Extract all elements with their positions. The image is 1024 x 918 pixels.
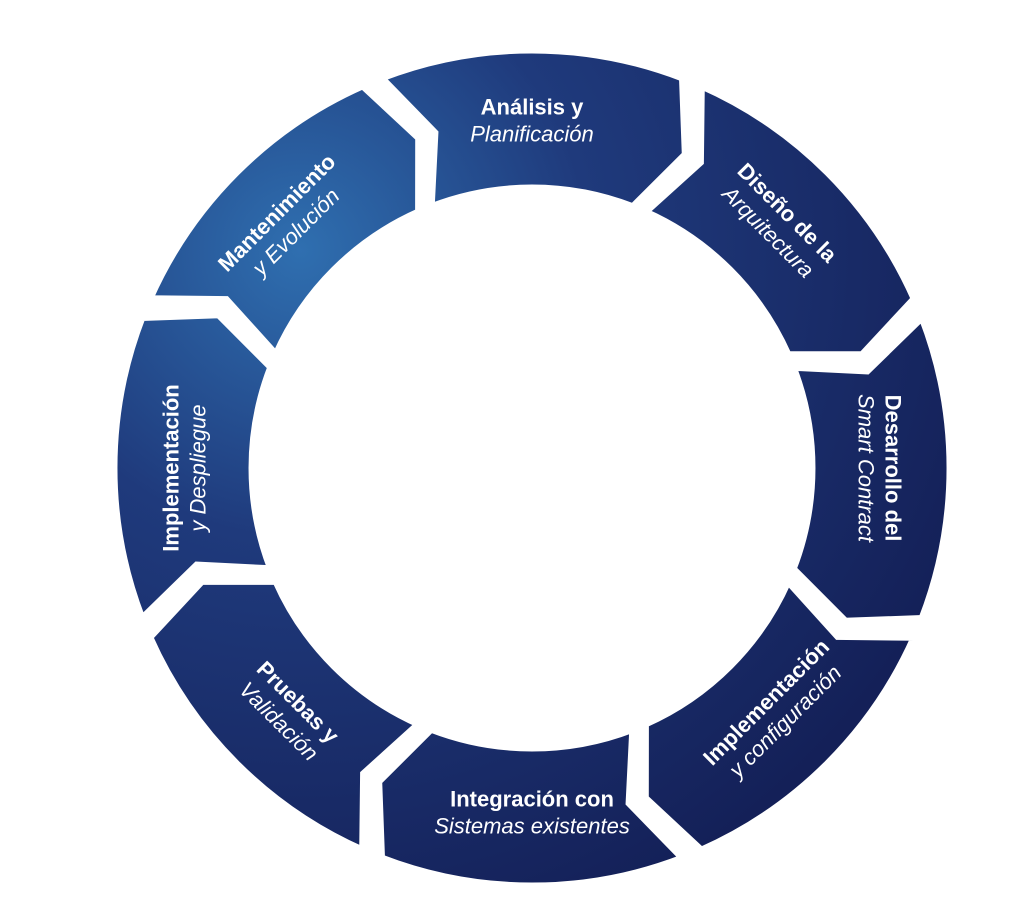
stage-segment-analisis	[375, 46, 689, 213]
stage-segment-diseno	[639, 80, 919, 359]
cycle-labels: Análisis y Planificación Diseño de la Ar…	[159, 95, 906, 839]
stage-subtitle: y Despliegue	[186, 404, 211, 533]
stage-title: Desarrollo del	[881, 395, 906, 542]
cycle-ring	[110, 46, 954, 890]
stage-segment-pruebas	[145, 577, 425, 856]
stage-segment-implementacion-despliegue	[110, 311, 277, 625]
stage-subtitle: Planificación	[470, 122, 594, 147]
stage-title: Análisis y	[481, 95, 584, 120]
stage-subtitle: Smart Contract	[854, 394, 879, 543]
stage-title: Implementación	[159, 384, 184, 551]
stage-segment-implementacion-configuracion	[641, 575, 920, 855]
stage-label-integracion: Integración con Sistemas existentes	[434, 787, 630, 839]
stage-label-implementacion-despliegue: Implementación y Despliegue	[159, 384, 211, 551]
stage-subtitle: Sistemas existentes	[434, 814, 630, 839]
stage-segment-desarrollo	[787, 311, 954, 625]
stage-label-analisis: Análisis y Planificación	[470, 95, 594, 147]
stage-title: Integración con	[450, 787, 614, 812]
stage-segment-integracion	[375, 723, 689, 890]
stage-segment-mantenimiento	[144, 81, 423, 361]
stage-label-desarrollo: Desarrollo del Smart Contract	[854, 394, 906, 543]
